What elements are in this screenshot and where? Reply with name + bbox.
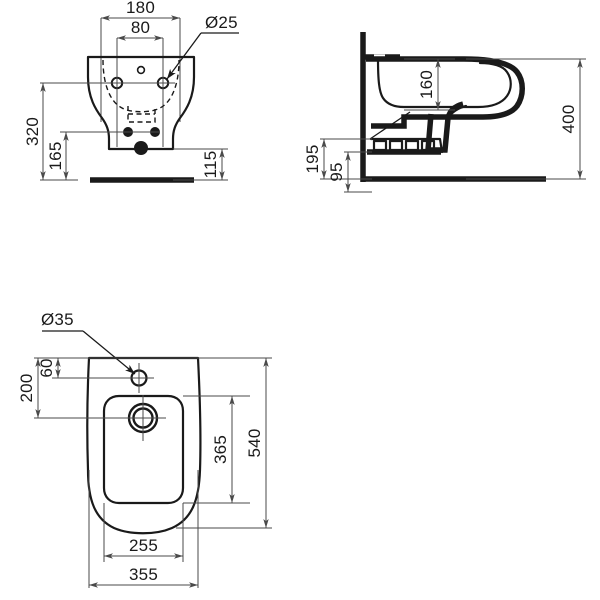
dimension-165: 165	[46, 132, 69, 180]
dimension-160: 160	[417, 59, 441, 110]
dimension-160-label: 160	[417, 70, 436, 99]
dimension-365: 365	[211, 396, 235, 503]
front-view-hidden-bowl	[102, 59, 180, 123]
dimension-95-label: 95	[327, 162, 346, 181]
plan-view-body-outline	[86, 356, 202, 535]
dimension-115: 115	[201, 149, 225, 180]
dimension-355: 355	[89, 565, 198, 588]
side-view-extension-lines	[320, 58, 586, 193]
dimension-165-label: 165	[46, 142, 65, 171]
callout-d25: Ø25	[166, 13, 239, 80]
callout-d35-label: Ø35	[41, 310, 74, 329]
callout-d25-label: Ø25	[205, 13, 238, 32]
side-view-ribs	[372, 139, 436, 152]
dimension-95: 95	[327, 152, 351, 192]
side-view-bowl-inner-profile	[376, 57, 512, 109]
dimension-60: 60	[37, 358, 61, 378]
dimension-60-label: 60	[37, 358, 56, 377]
dimension-200-label: 200	[17, 374, 36, 403]
dimension-255: 255	[104, 536, 183, 559]
side-view-base-plate	[367, 137, 444, 155]
dimension-195: 195	[303, 139, 327, 179]
dimension-80: 80	[117, 18, 163, 41]
dimension-255-label: 255	[129, 536, 158, 555]
front-view-outlet-dots	[123, 127, 160, 155]
callout-d35: Ø35	[41, 310, 136, 375]
dimension-180-label: 180	[126, 0, 155, 17]
dimension-115-label: 115	[201, 151, 220, 179]
front-view: 180 80	[23, 0, 239, 183]
side-view: 160 400 195 95	[303, 32, 586, 193]
dimension-540: 540	[245, 358, 269, 528]
dimension-80-label: 80	[131, 18, 150, 37]
dimension-320-label: 320	[23, 117, 42, 146]
dimension-200: 200	[17, 358, 41, 418]
dimension-400-label: 400	[559, 105, 578, 134]
dimension-540-label: 540	[245, 429, 264, 458]
plan-view-extension-lines	[34, 357, 272, 588]
plan-view-inner-bowl	[102, 394, 185, 505]
dimension-180: 180	[101, 0, 180, 21]
front-view-height-extension-lines	[40, 82, 228, 181]
dimension-195-label: 195	[303, 145, 322, 174]
plan-view: Ø35 60	[17, 310, 272, 588]
dimension-355-label: 355	[129, 565, 158, 584]
dimension-400: 400	[559, 59, 583, 179]
side-view-section-leader	[369, 111, 411, 140]
side-view-body-outline	[366, 56, 525, 129]
dimension-320: 320	[23, 83, 46, 180]
front-view-vent-hole	[136, 65, 146, 75]
dimension-365-label: 365	[211, 435, 230, 464]
side-view-support-web	[425, 101, 468, 153]
